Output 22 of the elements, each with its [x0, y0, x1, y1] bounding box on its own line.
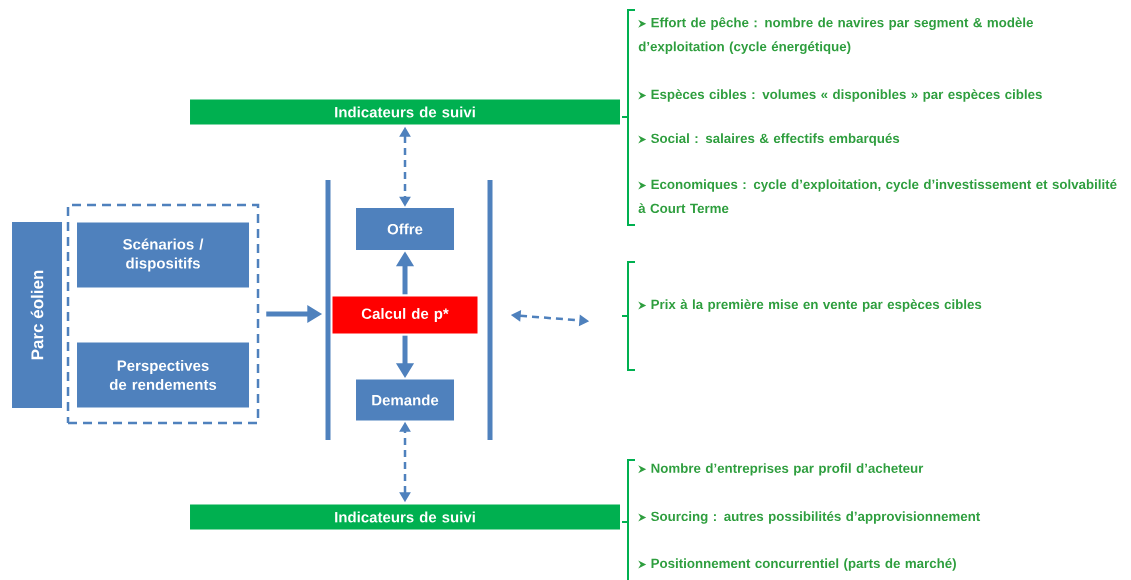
process-box: Demande: [356, 379, 454, 421]
indicator-bar: Indicateurs de suivi: [190, 504, 620, 530]
calculation-box: Calcul de p*: [332, 296, 478, 334]
bracket-list: [621, 459, 981, 580]
group-box: [66, 203, 260, 425]
indicator-bar: Indicateurs de suivi: [190, 99, 620, 125]
bracket-list: [621, 9, 1117, 226]
side-box: Parc éolien: [12, 222, 62, 408]
vertical-bar: [487, 180, 493, 440]
process-box: Offre: [356, 208, 454, 250]
vertical-bar: [325, 180, 331, 440]
process-box: Scénarios / dispositifs: [77, 222, 249, 288]
bullet-item: Nombre d’entreprises par profil d’acheteur: [638, 463, 924, 476]
bullet-item: Effort de pêche : nombre de navires par segment & modèle d’exploitation (cycle énergétique): [638, 17, 1033, 54]
bullet-item: Social : salaires & effectifs embarqués: [638, 133, 900, 146]
bullet-item: Economiques : cycle d’exploitation, cycle d’investissement et solvabilité à Court Terme: [638, 179, 1117, 214]
process-box: Perspectives de rendements: [77, 342, 249, 408]
bullet-item: Prix à la première mise en vente par espèces cibles: [638, 299, 982, 312]
bullet-item: Positionnement concurrentiel (parts de marché): [638, 558, 956, 571]
bullet-item: Espèces cibles : volumes « disponibles » par espèces cibles: [638, 89, 1042, 102]
bracket-list: [621, 261, 982, 371]
bullet-item: Sourcing : autres possibilités d’approvisionnement: [638, 511, 981, 524]
